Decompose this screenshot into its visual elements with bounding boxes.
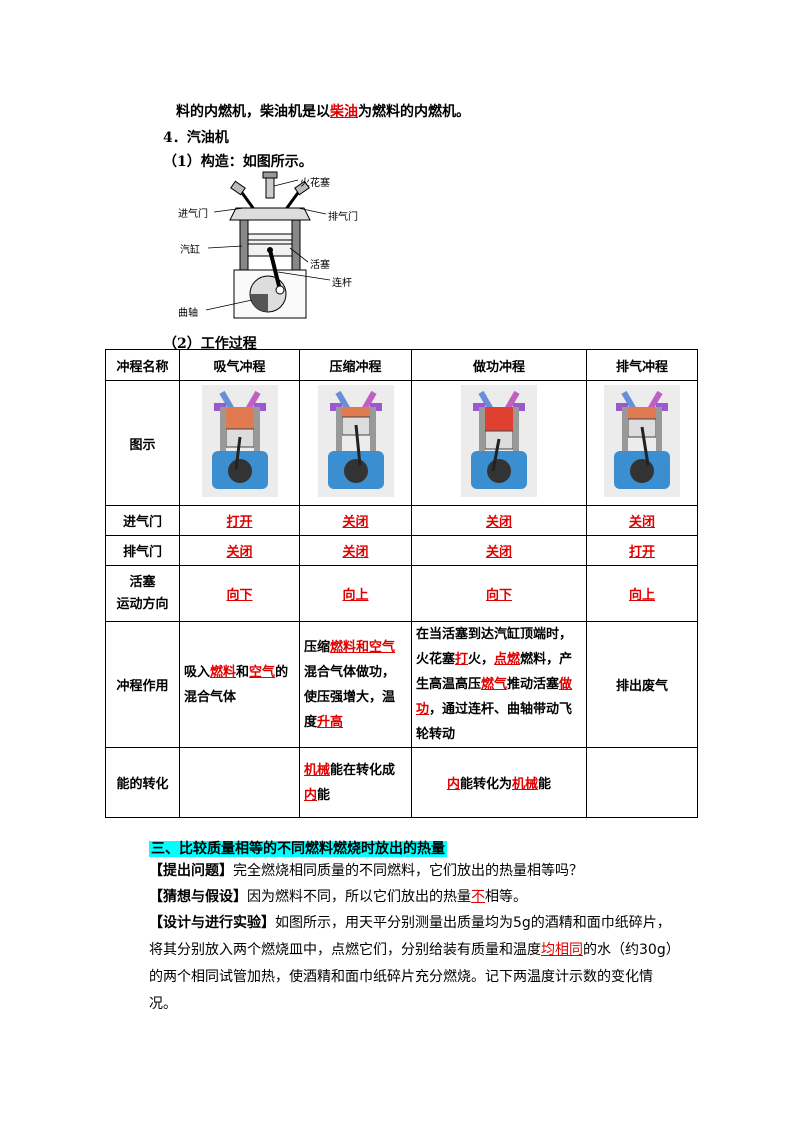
table-row-exhaust-valve: 排气门 关闭 关闭 关闭 打开: [105, 535, 698, 566]
table-header-row: 冲程名称 吸气冲程 压缩冲程 做功冲程 排气冲程: [105, 349, 698, 381]
intake-valve-compression: 关闭: [342, 515, 369, 530]
label-exhaust-valve: 排气门: [328, 212, 358, 223]
label-intake-valve: 进气门: [178, 209, 208, 220]
energy-compression: 机械能在转化成内能: [299, 747, 412, 818]
question-paragraph: 【提出问题】完全燃烧相同质量的不同燃料，它们放出的热量相等吗？: [149, 858, 695, 885]
row-label-piston-direction: 活塞 运动方向: [105, 565, 180, 622]
stroke-table: 冲程名称 吸气冲程 压缩冲程 做功冲程 排气冲程 图示: [105, 349, 698, 818]
diagram-cell-intake: [179, 380, 300, 506]
intake-valve-exhaust: 关闭: [628, 515, 655, 530]
intake-valve-power: 关闭: [485, 515, 512, 530]
heading-gasoline-engine: 4．汽油机: [163, 130, 229, 146]
table-row-energy: 能的转化 机械能在转化成内能 内能转化为机械能: [105, 747, 698, 818]
header-exhaust-stroke: 排气冲程: [586, 349, 698, 381]
design-text-a: 如图所示，用天平分别测量出质量均为5g的酒精和面巾纸碎片，将其分别放入两个燃烧皿…: [149, 915, 671, 958]
section3-title-text: 三、比较质量相等的不同燃料燃烧时放出的热量: [149, 841, 447, 857]
diagram-cell-compression: [299, 380, 412, 506]
header-power-stroke: 做功冲程: [411, 349, 587, 381]
intro-text-a: 料的内燃机，柴油机是以: [176, 104, 330, 120]
energy-exhaust: [586, 747, 698, 818]
piston-label-line2: 运动方向: [116, 596, 169, 612]
hypothesis-red: 不: [471, 889, 485, 905]
exhaust-stroke-image: [604, 385, 680, 497]
effect-compression: 压缩燃料和空气混合气体做功，使压强增大，温度升高: [299, 621, 412, 748]
label-piston: 活塞: [310, 260, 330, 271]
table-row-intake-valve: 进气门 打开 关闭 关闭 关闭: [105, 505, 698, 536]
header-intake-stroke: 吸气冲程: [179, 349, 300, 381]
row-label-diagram: 图示: [105, 380, 180, 506]
energy-power: 内能转化为机械能: [411, 747, 587, 818]
piston-label-line1: 活塞: [129, 574, 156, 590]
header-stroke-name: 冲程名称: [105, 349, 180, 381]
exhaust-valve-compression: 关闭: [342, 545, 369, 560]
question-tag: 【提出问题】: [149, 863, 233, 879]
power-stroke-image: [461, 385, 537, 497]
label-connecting-rod: 连杆: [332, 278, 352, 289]
diagram-cell-exhaust: [586, 380, 698, 506]
compression-stroke-image: [317, 385, 394, 497]
diagram-cell-power: [411, 380, 587, 506]
effect-power: 在当活塞到达汽缸顶端时，火花塞打火，点燃燃料，产生高温高压燃气推动活塞做功，通过…: [411, 621, 587, 748]
label-crankshaft: 曲轴: [178, 308, 198, 319]
table-row-piston-direction: 活塞 运动方向 向下 向上 向下 向上: [105, 565, 698, 622]
section3-title: 三、比较质量相等的不同燃料燃烧时放出的热量: [149, 838, 447, 858]
design-red: 均相同: [541, 942, 583, 958]
intro-red-diesel: 柴油: [330, 104, 358, 120]
engine-diagram: 火花塞 进气门 排气门 汽缸 活塞 连杆 曲轴: [170, 168, 370, 328]
exhaust-valve-power: 关闭: [485, 545, 512, 560]
table-row-stroke-effect: 冲程作用 吸入燃料和空气的混合气体 压缩燃料和空气混合气体做功，使压强增大，温度…: [105, 621, 698, 748]
piston-power: 向下: [485, 588, 512, 603]
effect-intake: 吸入燃料和空气的混合气体: [179, 621, 300, 748]
piston-intake: 向下: [226, 588, 253, 603]
effect-exhaust: 排出废气: [586, 621, 698, 748]
row-label-energy: 能的转化: [105, 747, 180, 818]
design-paragraph: 【设计与进行实验】如图所示，用天平分别测量出质量均为5g的酒精和面巾纸碎片，将其…: [149, 910, 679, 1018]
intake-valve-intake: 打开: [226, 515, 253, 530]
row-label-intake-valve: 进气门: [105, 505, 180, 536]
hypothesis-paragraph: 【猜想与假设】因为燃料不同，所以它们放出的热量不相等。: [149, 884, 695, 911]
intro-line: 料的内燃机，柴油机是以柴油为燃料的内燃机。: [176, 101, 470, 121]
engine-drawing: [205, 171, 331, 319]
exhaust-valve-exhaust: 打开: [628, 545, 655, 560]
hypothesis-text-a: 因为燃料不同，所以它们放出的热量: [247, 889, 471, 905]
piston-compression: 向上: [342, 588, 369, 603]
label-cylinder: 汽缸: [180, 245, 200, 256]
exhaust-valve-intake: 关闭: [226, 545, 253, 560]
structure-heading: （1）构造：如图所示。: [163, 154, 313, 170]
hypothesis-text-b: 相等。: [485, 889, 527, 905]
header-compression-stroke: 压缩冲程: [299, 349, 412, 381]
row-label-exhaust-valve: 排气门: [105, 535, 180, 566]
question-text: 完全燃烧相同质量的不同燃料，它们放出的热量相等吗？: [233, 863, 583, 879]
hypothesis-tag: 【猜想与假设】: [149, 889, 247, 905]
process-heading: （2）工作过程: [163, 336, 257, 352]
label-spark-plug: 火花塞: [300, 178, 330, 189]
energy-intake: [179, 747, 300, 818]
piston-exhaust: 向上: [628, 588, 655, 603]
design-text-b: 的水（约30g）的两个相同试管加热，使酒精和面巾纸碎片充分燃烧。记下两温度计示数…: [149, 942, 673, 1012]
row-label-stroke-effect: 冲程作用: [105, 621, 180, 748]
table-row-diagram: 图示: [105, 380, 698, 506]
intake-stroke-image: [201, 385, 278, 497]
design-tag: 【设计与进行实验】: [149, 915, 275, 931]
intro-text-b: 为燃料的内燃机。: [358, 104, 470, 120]
